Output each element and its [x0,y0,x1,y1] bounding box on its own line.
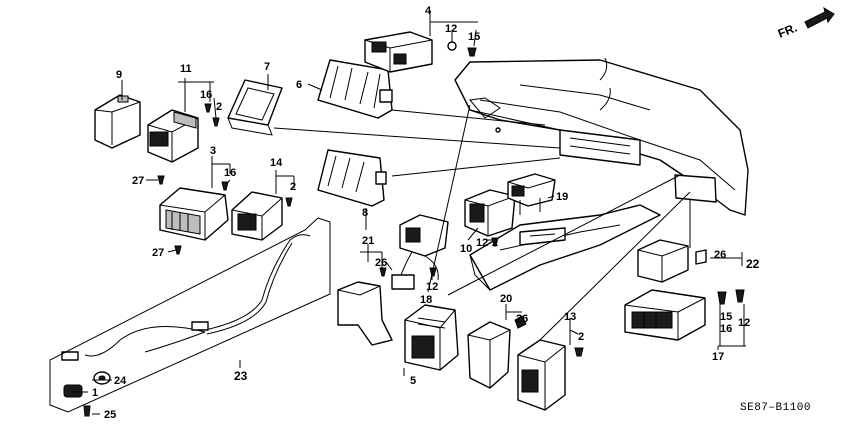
callout-16: 16 [200,89,212,101]
callout-6: 6 [296,79,302,91]
part-19-switch [507,173,556,215]
part-5-panel [404,304,459,371]
part-17-switch [624,289,706,341]
callout-21: 21 [362,235,374,247]
part-14-switch [231,191,283,241]
callout-4: 4 [425,5,432,17]
callout-25: 25 [104,409,116,421]
part-22-cover [637,239,707,283]
callout-2: 2 [216,101,222,113]
callout-12: 12 [426,281,438,293]
callout-9: 9 [116,69,122,81]
callout-13: 13 [564,311,576,323]
orientation-label: FR. [776,21,799,41]
part-10-switch [464,189,516,237]
diagram-code: SE87–B1100 [740,402,811,414]
part-20-cover [467,321,511,389]
callout-20: 20 [500,293,512,305]
part-23-cable [61,234,311,417]
callout-5: 5 [410,375,416,387]
callout-3: 3 [210,145,216,157]
part-6-vent [317,59,393,119]
callout-15: 15 [468,31,480,43]
part-11-switch [147,109,199,163]
callout-16: 16 [720,323,732,335]
part-23-bracket [49,217,331,413]
callout-12: 12 [738,317,750,329]
callout-27: 27 [152,247,164,259]
callout-8: 8 [362,207,368,219]
part-4-switch [364,31,477,73]
callout-17: 17 [712,351,724,363]
callout-15: 15 [720,311,732,323]
callout-7: 7 [264,61,270,73]
callout-26: 26 [375,257,387,269]
callout-22: 22 [746,257,760,271]
leader-lines [72,10,746,415]
front-arrow-icon [804,6,835,29]
callout-19: 19 [556,191,568,203]
callout-2: 2 [492,237,498,249]
callout-12: 12 [445,23,457,35]
callout-16: 16 [224,167,236,179]
callout-11: 11 [180,63,192,75]
callout-27: 27 [132,175,144,187]
callout-1: 1 [92,387,98,399]
callout-labels: 4 12 15 11 9 7 6 16 2 3 14 16 2 27 27 8 … [92,5,760,421]
callout-12: 12 [476,237,488,249]
part-7-bezel [227,79,283,136]
part-13-switch [517,339,566,411]
part-9-cover [94,94,141,149]
callout-2: 2 [290,181,296,193]
callout-18: 18 [420,294,432,306]
callout-2: 2 [578,331,584,343]
part-21-cover [337,281,393,346]
callout-10: 10 [460,243,472,255]
callout-26: 26 [516,313,528,325]
part-3-switch [159,187,229,241]
callout-23: 23 [234,369,248,383]
part-8-vent [317,149,387,207]
callout-24: 24 [114,375,127,387]
callout-26: 26 [714,249,726,261]
dashboard-outline [454,57,749,216]
part-18-switch [391,214,449,290]
callout-14: 14 [270,157,283,169]
